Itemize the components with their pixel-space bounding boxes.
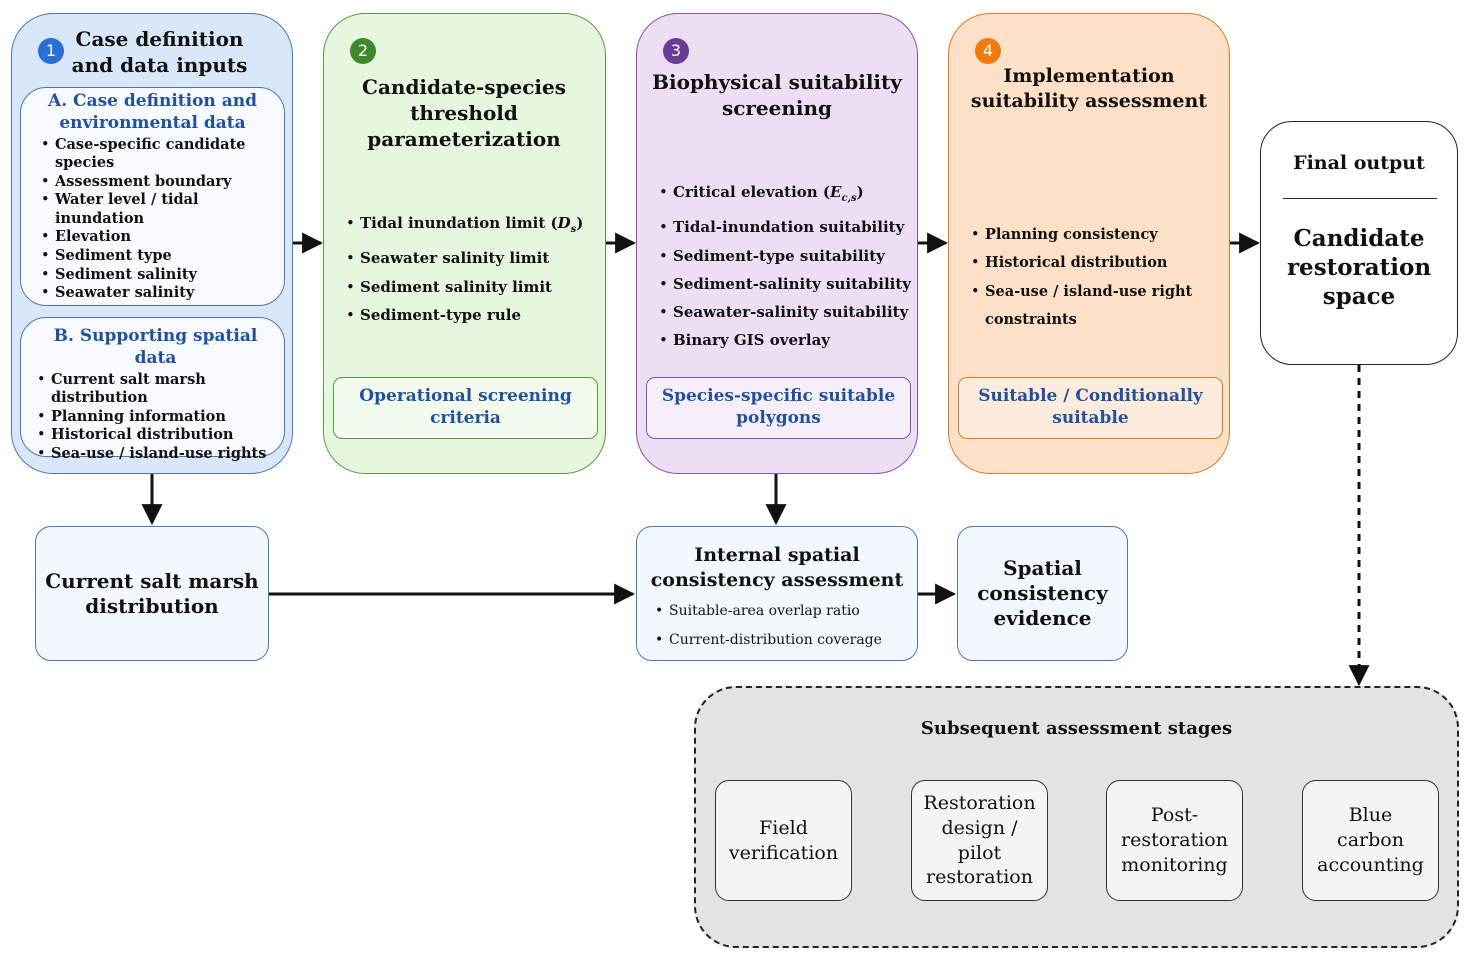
stage2-panel: 2 Candidate-species threshold parameteri… [323,13,606,474]
stage3-item: Sediment-type suitability [659,242,911,271]
step-label-line: verification [728,841,839,864]
stage2-criteria-list: Tidal inundation limit (Ds) Seawater sal… [346,209,583,329]
stage3-item: Sediment-salinity suitability [659,270,911,299]
section-a-title: A. Case definition and environmental dat… [48,91,257,133]
stage2-badge: 2 [350,38,376,64]
step-label-line: restoration [926,866,1033,889]
stage2-item: Sediment salinity limit [346,273,583,302]
section-b-title: B. Supporting spatial data [53,326,258,368]
stage3-screening-list: Critical elevation (Ec,s) Tidal-inundati… [659,178,911,355]
stage4-item: Planning consistency [971,221,1192,250]
stage3-badge: 3 [663,38,689,64]
internal-consistency-list: Suitable-area overlap ratio Current-dist… [655,597,882,654]
section-a-item: Elevation [41,228,274,247]
internal-consistency-title: Internal spatial consistency assessment [650,544,904,591]
stage1-title: Case definition and data inputs [71,27,248,77]
stage3-item: Seawater-salinity suitability [659,298,911,327]
internal-item: Suitable-area overlap ratio [655,597,882,626]
step-label-line: monitoring [1121,853,1228,876]
step-label-line: restoration [1121,829,1228,852]
section-a-item: Sediment type [41,247,274,266]
stage3-item-elevation: Critical elevation (Ec,s) [659,178,911,213]
stage4-assessment-list: Planning consistency Historical distribu… [971,221,1192,334]
section-b-list: Current salt marshdistributionPlanning i… [37,371,274,464]
section-a-item: Seawater salinity [41,284,274,303]
step-label-line: carbon [1337,829,1404,852]
stage1-panel: 1 Case definition and data inputs A. Cas… [11,13,293,474]
section-a-list: Case-specific candidatespeciesAssessment… [41,136,274,303]
stage2-item: Seawater salinity limit [346,244,583,273]
stage2-item: Sediment-type rule [346,301,583,330]
step-label-line: Field [759,816,808,839]
final-output-value: Candidate restoration space [1286,225,1432,310]
stage3-title: Biophysical suitability screening [652,70,902,120]
stage1-section-b: B. Supporting spatial data Current salt … [20,317,285,463]
final-output-header: Final output [1293,152,1425,174]
subsequent-stages-title: Subsequent assessment stages [920,718,1233,739]
step-label-line: Blue [1348,804,1393,827]
internal-item: Current-distribution coverage [655,626,882,655]
section-b-item: Historical distribution [37,426,274,445]
stage4-panel: 4 Implementation suitability assessment … [948,13,1230,474]
section-b-item: Planning information [37,408,274,427]
step-label-line: design / [941,816,1018,839]
stage1-badge: 1 [38,38,64,64]
final-output-box: Final output Candidate restoration space [1260,121,1458,365]
section-a-item: Sediment salinity [41,266,274,285]
stage2-item-tidal: Tidal inundation limit (Ds) [346,209,583,244]
section-b-item: Sea-use / island-use rights [37,445,274,464]
step-label-line: pilot [957,841,1002,864]
stage4-badge: 4 [975,38,1001,64]
stage3-panel: 3 Biophysical suitability screening Crit… [636,13,918,474]
stage3-item: Binary GIS overlay [659,326,911,355]
stage2-title: Candidate-species threshold parameteriza… [362,75,566,151]
stage4-item: Historical distribution [971,249,1192,278]
internal-consistency-box: Internal spatial consistency assessment … [636,526,918,661]
step-label-line: Restoration [923,792,1036,815]
final-output-divider [1283,198,1437,199]
stage4-title: Implementation suitability assessment [970,65,1208,112]
step-label-line: accounting [1317,853,1424,876]
section-a-item: Assessment boundary [41,173,274,192]
step-label-line: Post- [1150,804,1199,827]
stage1-section-a: A. Case definition and environmental dat… [20,87,285,306]
stage3-item: Tidal-inundation suitability [659,213,911,242]
